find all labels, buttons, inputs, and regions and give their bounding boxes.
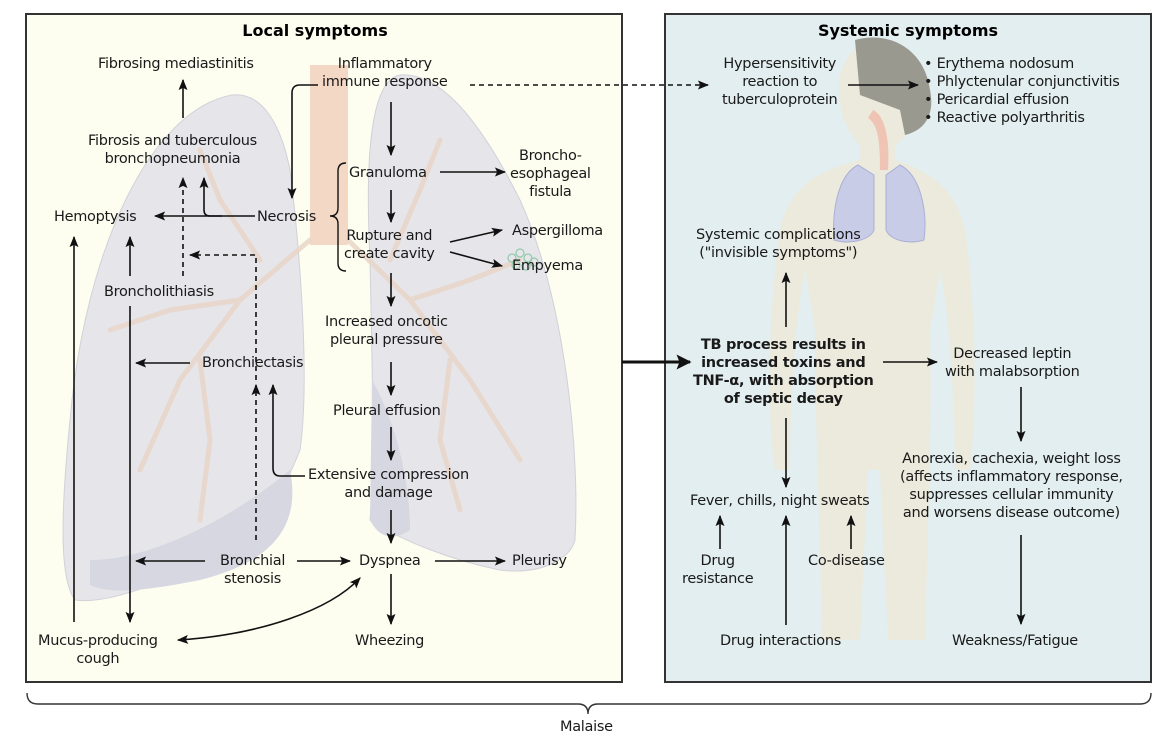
- label-hypersensitivity: Hypersensitivity reaction to tuberculopr…: [722, 56, 838, 108]
- body-lung-left: [833, 164, 875, 243]
- label-malaise: Malaise: [560, 719, 613, 735]
- label-broncholithiasis: Broncholithiasis: [104, 284, 214, 300]
- label-decreased-leptin: Decreased leptin with malabsorption: [945, 346, 1080, 380]
- arrow-cough-dyspnea: [176, 577, 361, 644]
- aspergilloma-cluster: [507, 248, 539, 271]
- label-weakness-fatigue: Weakness/Fatigue: [952, 633, 1078, 649]
- label-anorexia-cachexia: Anorexia, cachexia, weight loss (affects…: [900, 451, 1123, 521]
- label-hemoptysis: Hemoptysis: [54, 209, 137, 225]
- label-fibrosing-mediastinitis: Fibrosing mediastinitis: [98, 56, 254, 72]
- hypersensitivity-bullet-list: • Erythema nodosum • Phlyctenular conjun…: [924, 55, 1120, 127]
- label-pleural-effusion: Pleural effusion: [333, 403, 441, 419]
- label-bronchial-stenosis: Bronchial stenosis: [220, 553, 286, 587]
- label-bronchiectasis: Bronchiectasis: [202, 355, 304, 371]
- throat-passage: [868, 110, 889, 170]
- label-dyspnea: Dyspnea: [359, 553, 421, 569]
- body-lung-right: [885, 164, 926, 243]
- label-increased-oncotic-pressure: Increased oncotic pleural pressure: [325, 314, 448, 348]
- label-fibrosis-bronchopneumonia: Fibrosis and tuberculous bronchopneumoni…: [88, 133, 257, 167]
- arrow-necrosis-to-fibrosis: [199, 176, 222, 217]
- local-title: Local symptoms: [242, 21, 387, 40]
- label-granuloma: Granuloma: [349, 165, 427, 181]
- label-co-disease: Co-disease: [808, 553, 885, 569]
- local-dashed-arrows: [178, 80, 710, 540]
- systemic-title: Systemic symptoms: [818, 21, 998, 40]
- systemic-arrows: [715, 80, 1026, 626]
- local-arrows: [69, 78, 507, 644]
- label-drug-interactions: Drug interactions: [720, 633, 842, 649]
- label-extensive-compression: Extensive compression and damage: [308, 467, 469, 501]
- label-drug-resistance: Drug resistance: [682, 553, 754, 587]
- trachea: [310, 65, 348, 245]
- label-rupture-cavity: Rupture and create cavity: [344, 228, 435, 262]
- body-silhouette: [769, 40, 975, 640]
- label-systemic-complications: Systemic complications ("invisible sympt…: [696, 227, 861, 261]
- bullet-item: • Reactive polyarthritis: [924, 110, 1085, 126]
- arrow-rupture-to-empyema: [449, 251, 504, 268]
- necrosis-brace: [329, 162, 347, 272]
- label-tb-process: TB process results in increased toxins a…: [693, 337, 874, 407]
- arrow-rupture-to-aspergilloma: [449, 227, 504, 243]
- label-fever-chills: Fever, chills, night sweats: [690, 493, 870, 509]
- label-broncho-esophageal-fistula: Broncho- esophageal fistula: [510, 148, 591, 200]
- bullet-item: • Phlyctenular conjunctivitis: [924, 74, 1120, 90]
- arrow-compression-to-bronchiectasis: [268, 383, 305, 477]
- head-shade: [855, 37, 932, 135]
- label-necrosis: Necrosis: [257, 209, 316, 225]
- bullet-item: • Pericardial effusion: [924, 92, 1069, 108]
- label-inflammatory-response: Inflammatory immune response: [322, 56, 448, 90]
- label-wheezing: Wheezing: [355, 633, 425, 649]
- malaise-brace: [26, 692, 1152, 715]
- label-pleurisy: Pleurisy: [512, 553, 567, 569]
- label-mucus-producing-cough: Mucus-producing cough: [38, 633, 158, 667]
- label-aspergilloma: Aspergilloma: [512, 223, 603, 239]
- lungs-illustration: [62, 65, 577, 602]
- human-body-illustration: [769, 37, 975, 640]
- arrow-inflammatory-to-necrosis: [287, 84, 318, 200]
- label-empyema: Empyema: [512, 258, 583, 274]
- bullet-item: • Erythema nodosum: [924, 56, 1074, 72]
